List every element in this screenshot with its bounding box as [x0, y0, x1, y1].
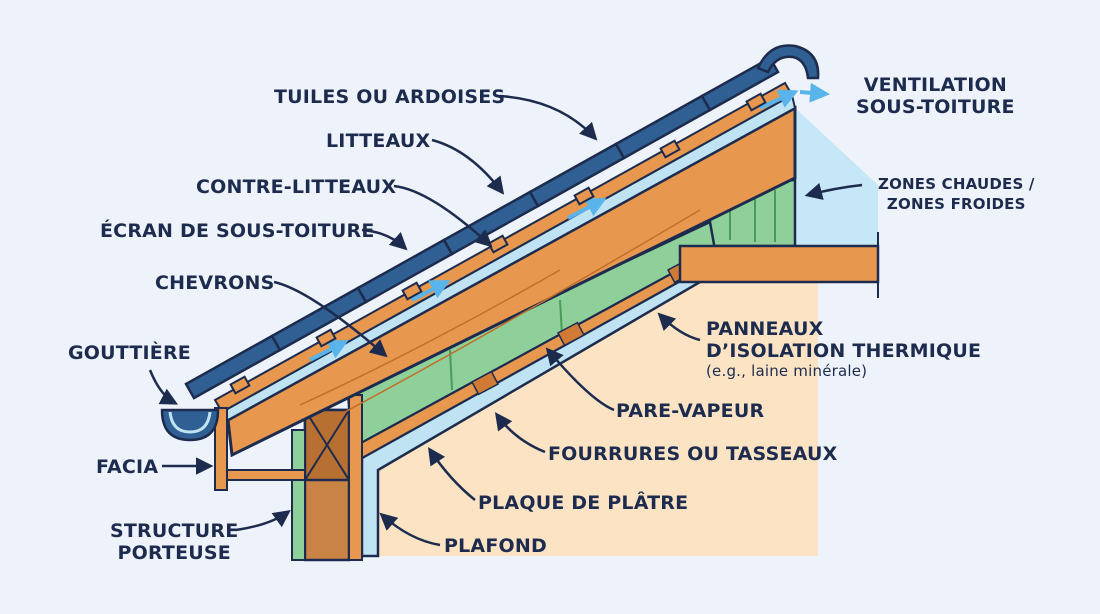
label-battens: LITTEAUX — [326, 130, 431, 152]
ceiling-joist — [678, 244, 880, 284]
label-vapour-barrier: PARE-VAPEUR — [616, 400, 765, 422]
gutter — [160, 408, 220, 442]
label-plasterboard: PLAQUE DE PLÂTRE — [478, 492, 689, 514]
label-structure: STRUCTURE PORTEUSE — [110, 520, 238, 564]
label-furring-strips: FOURRURES OU TASSEAUX — [548, 443, 838, 465]
battens — [229, 92, 767, 395]
label-underlay: ÉCRAN DE SOUS-TOITURE — [100, 220, 375, 242]
leader-lines — [148, 94, 863, 547]
label-zones-line2: ZONES FROIDES — [886, 195, 1026, 213]
label-insulation-panels: PANNEAUX D’ISOLATION THERMIQUE (e.g., la… — [706, 318, 981, 380]
interior-room — [378, 282, 818, 556]
label-tiles: TUILES OU ARDOISES — [274, 86, 506, 108]
fascia-board — [214, 407, 228, 491]
label-structure-line2: PORTEUSE — [117, 542, 231, 564]
wall-membrane — [291, 429, 306, 561]
furring-block — [556, 321, 586, 347]
label-insulation-note: (e.g., laine minérale) — [706, 362, 868, 380]
label-gutter: GOUTTIÈRE — [68, 342, 191, 364]
furring-block — [470, 370, 500, 396]
label-rafters: CHEVRONS — [155, 272, 275, 294]
airflow-arrow — [799, 82, 830, 103]
ridge-cap — [756, 44, 820, 80]
label-insulation-line2: D’ISOLATION THERMIQUE — [706, 340, 982, 362]
airflow-arrow — [759, 89, 799, 110]
roof-tiles — [184, 56, 780, 400]
label-structure-line1: STRUCTURE — [110, 520, 239, 542]
label-ventilation-line1: VENTILATION — [863, 74, 1007, 96]
label-ventilation-line2: SOUS-TOITURE — [856, 96, 1015, 118]
airflow-arrow — [567, 198, 607, 220]
soffit-board — [226, 469, 306, 481]
airflow-arrow — [411, 280, 451, 302]
cold-zone-area — [795, 108, 878, 246]
wall-stud — [348, 394, 363, 561]
airflow-arrow — [309, 340, 349, 362]
label-ceiling: PLAFOND — [444, 535, 547, 557]
label-fascia: FACIA — [96, 456, 159, 478]
label-zones-line1: ZONES CHAUDES / — [878, 175, 1035, 193]
label-insulation-line1: PANNEAUX — [706, 318, 824, 340]
label-counter-battens: CONTRE-LITTEAUX — [196, 176, 397, 198]
label-zones: ZONES CHAUDES / ZONES FROIDES — [878, 174, 1035, 214]
label-ventilation: VENTILATION SOUS-TOITURE — [856, 74, 1015, 118]
